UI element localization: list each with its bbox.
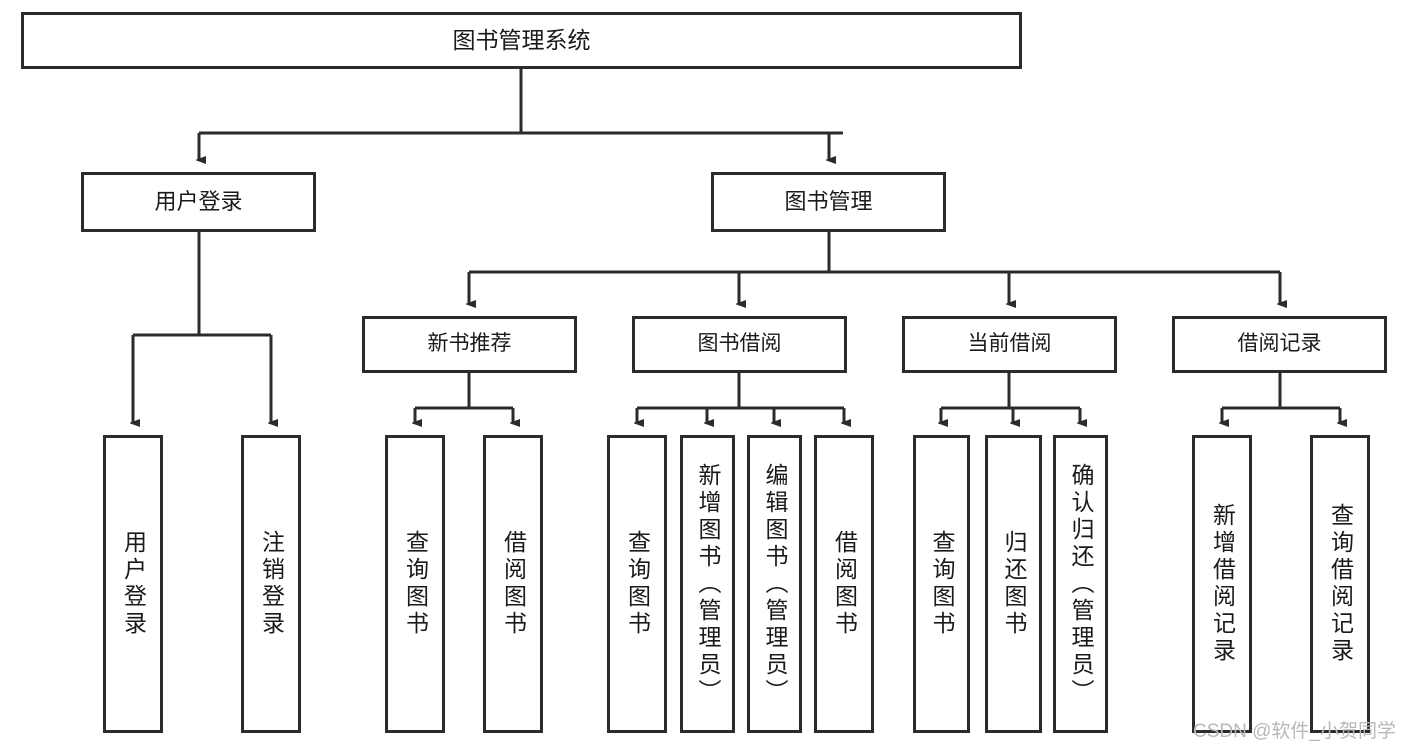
- node-new-book-recommend[interactable]: 新书推荐: [362, 316, 577, 373]
- node-leaf-label: 注销登录: [258, 530, 285, 638]
- node-user-login[interactable]: 用户登录: [81, 172, 316, 232]
- node-leaf-label: 查询图书: [402, 530, 429, 638]
- node-leaf-return-book[interactable]: 归还图书: [985, 435, 1042, 733]
- node-borrow-record[interactable]: 借阅记录: [1172, 316, 1387, 373]
- node-current-borrow-label: 当前借阅: [967, 332, 1052, 356]
- node-book-borrow-label: 图书借阅: [697, 332, 782, 356]
- node-leaf-borrow-book-bb[interactable]: 借阅图书: [814, 435, 874, 733]
- node-leaf-query-book-cb[interactable]: 查询图书: [913, 435, 970, 733]
- node-leaf-label: 查询图书: [929, 530, 955, 638]
- node-leaf-borrow-book-nbr[interactable]: 借阅图书: [483, 435, 543, 733]
- node-leaf-confirm-return-admin[interactable]: 确认归还（管理员）: [1053, 435, 1108, 733]
- node-leaf-label: 编辑图书（管理员）: [762, 462, 788, 706]
- node-leaf-query-borrow-record[interactable]: 查询借阅记录: [1310, 435, 1370, 733]
- node-leaf-edit-book-admin[interactable]: 编辑图书（管理员）: [747, 435, 802, 733]
- node-book-management[interactable]: 图书管理: [711, 172, 946, 232]
- node-leaf-user-login[interactable]: 用户登录: [103, 435, 163, 733]
- node-user-login-label: 用户登录: [154, 189, 243, 215]
- node-leaf-label: 借阅图书: [500, 530, 527, 638]
- node-book-borrow[interactable]: 图书借阅: [632, 316, 847, 373]
- node-current-borrow[interactable]: 当前借阅: [902, 316, 1117, 373]
- node-leaf-add-borrow-record[interactable]: 新增借阅记录: [1192, 435, 1252, 733]
- watermark: CSDN @软件_小贺同学: [1193, 721, 1396, 742]
- node-leaf-label: 确认归还（管理员）: [1068, 462, 1094, 706]
- node-leaf-label: 查询图书: [624, 530, 651, 638]
- node-book-management-label: 图书管理: [784, 189, 873, 215]
- node-leaf-label: 查询借阅记录: [1327, 503, 1354, 665]
- node-leaf-label: 借阅图书: [831, 530, 858, 638]
- node-leaf-label: 新增图书（管理员）: [695, 462, 721, 706]
- node-borrow-record-label: 借阅记录: [1237, 332, 1322, 356]
- node-root[interactable]: 图书管理系统: [21, 12, 1022, 69]
- node-root-label: 图书管理系统: [452, 26, 591, 53]
- node-leaf-label: 用户登录: [120, 530, 147, 638]
- node-leaf-logout[interactable]: 注销登录: [241, 435, 301, 733]
- node-leaf-query-book-nbr[interactable]: 查询图书: [385, 435, 445, 733]
- node-leaf-query-book-bb[interactable]: 查询图书: [607, 435, 667, 733]
- node-leaf-add-book-admin[interactable]: 新增图书（管理员）: [680, 435, 735, 733]
- node-leaf-label: 新增借阅记录: [1209, 503, 1236, 665]
- node-leaf-label: 归还图书: [1001, 530, 1027, 638]
- node-new-book-recommend-label: 新书推荐: [427, 332, 512, 356]
